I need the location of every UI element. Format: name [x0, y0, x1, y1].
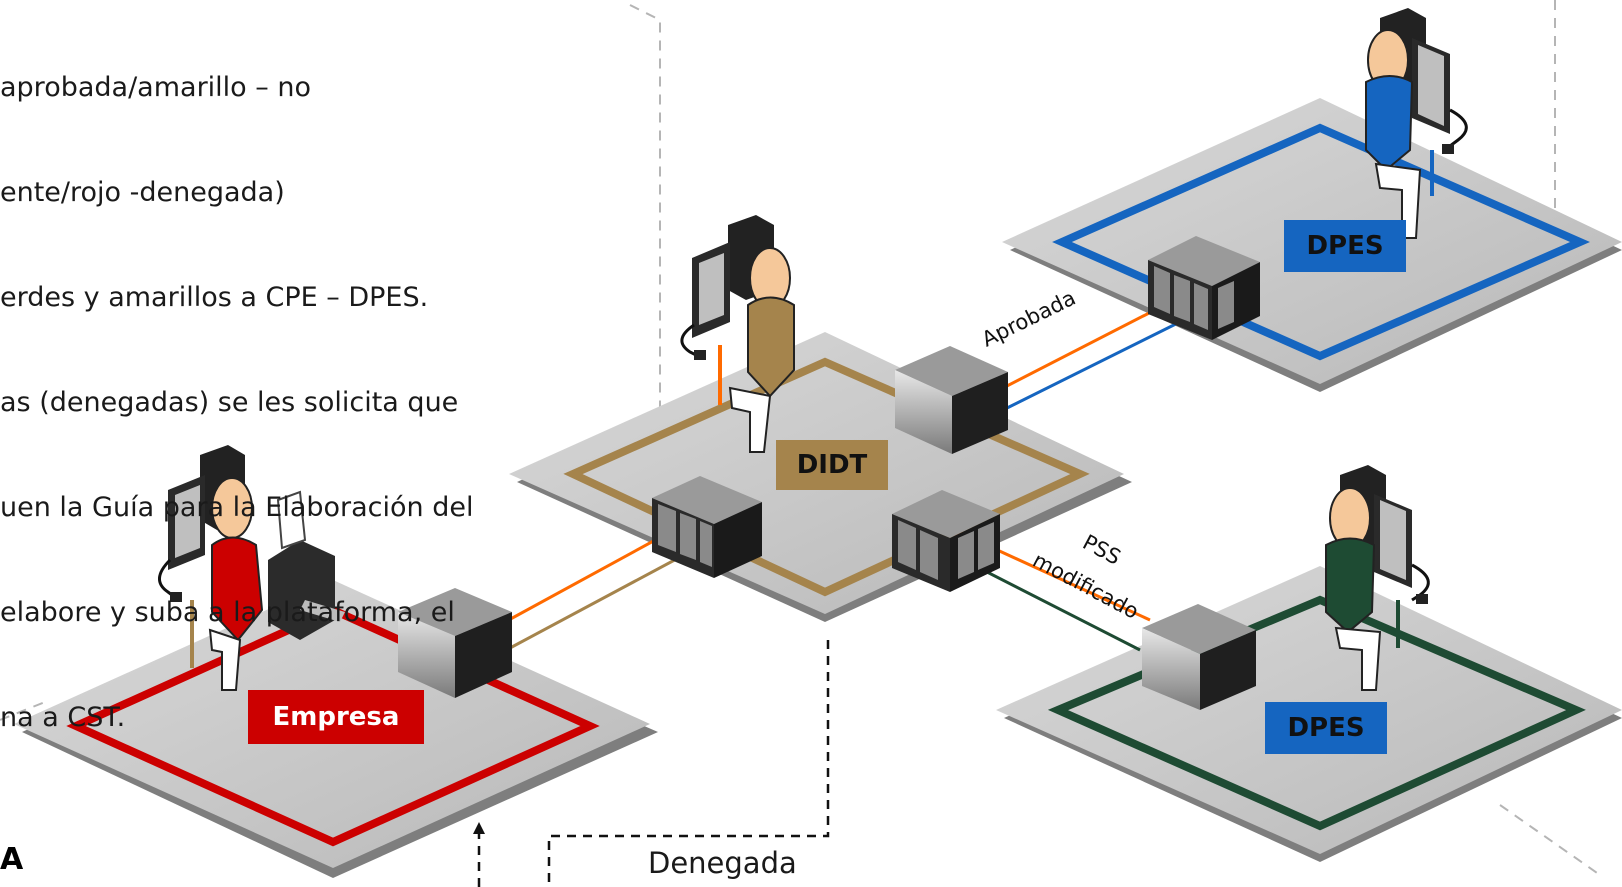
- note-line: erdes y amarillos a CPE – DPES.: [0, 282, 429, 313]
- edge-label-denegada: Denegada: [648, 846, 797, 880]
- workstation-empresa: [158, 445, 345, 691]
- denied-path: [477, 640, 830, 887]
- link-empresa-didt-orange: [504, 530, 671, 624]
- note-line: aprobada/amarillo – no: [0, 72, 311, 103]
- note-line: as (denegadas) se les solicita que: [0, 387, 459, 418]
- rack-dpes-top: [1148, 236, 1260, 340]
- rack-didt-left: [652, 476, 762, 578]
- server-box-dpes-bottom: [1142, 604, 1256, 710]
- label-empresa: Empresa: [248, 690, 424, 744]
- workstation-dpes-top: [1365, 8, 1468, 239]
- background-guides: [0, 0, 1601, 876]
- server-box-didt-right: [895, 346, 1008, 454]
- guide-line-left: [0, 699, 51, 721]
- workstation-didt: [680, 215, 795, 453]
- denied-arrow-icon: [473, 822, 485, 834]
- note-line: elabore y suba a la plataforma, el: [0, 597, 455, 628]
- label-dpes-bottom: DPES: [1265, 702, 1387, 754]
- label-dpes-top: DPES: [1284, 220, 1406, 272]
- note-line: uen la Guía para la Elaboración del: [0, 492, 474, 523]
- workstation-dpes-bottom: [1325, 465, 1430, 691]
- note-line: ente/rojo -denegada): [0, 177, 285, 208]
- note-line: na a CST.: [0, 702, 126, 733]
- description-note: aprobada/amarillo – no ente/rojo -denega…: [0, 0, 640, 770]
- guide-line-bottom-right: [1499, 804, 1601, 876]
- corner-letter: A: [0, 842, 24, 877]
- rack-didt-right: [892, 490, 1000, 592]
- label-didt: DIDT: [776, 440, 888, 490]
- server-box-empresa: [398, 588, 512, 698]
